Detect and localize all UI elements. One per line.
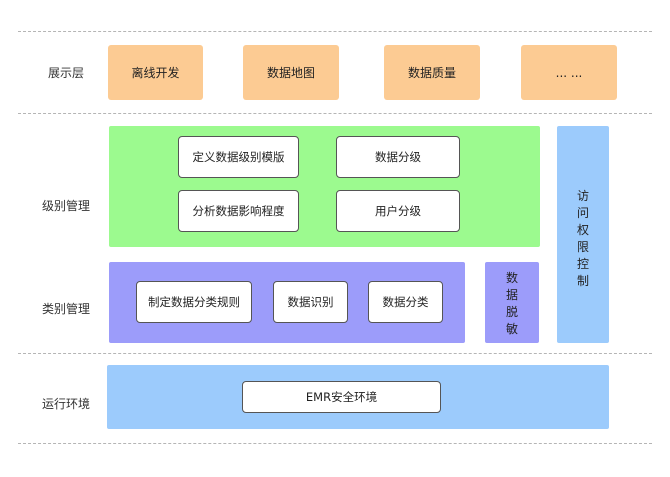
emr-security-environment-box: EMR安全环境: [242, 381, 441, 413]
separator-top: [18, 31, 652, 32]
data-classification-box: 数据分类: [368, 281, 443, 323]
access-control-char-5: 控: [576, 257, 589, 271]
data-grading-box: 数据分级: [336, 136, 460, 178]
data-masking-char-2: 据: [505, 288, 518, 302]
layer-label-display: 展示层: [47, 66, 84, 80]
layer-label-category: 类别管理: [41, 302, 90, 316]
display-item-more: ... ...: [521, 45, 617, 100]
data-identification-box: 数据识别: [273, 281, 348, 323]
separator-bottom: [18, 443, 652, 444]
analyze-impact-box: 分析数据影响程度: [178, 190, 299, 232]
access-control-char-6: 制: [576, 274, 589, 288]
data-masking-char-3: 脱: [505, 305, 518, 319]
access-control-char-3: 权: [576, 223, 589, 237]
display-item-data-quality: 数据质量: [384, 45, 480, 100]
data-masking-char-1: 数: [505, 271, 518, 285]
separator-display: [18, 113, 652, 114]
layer-label-runtime: 运行环境: [41, 397, 90, 411]
access-control-char-1: 访: [576, 189, 589, 203]
data-masking-panel: 数 据 脱 敏: [485, 262, 539, 343]
define-level-template-box: 定义数据级别模版: [178, 136, 299, 178]
level-management-panel: 定义数据级别模版 数据分级 分析数据影响程度 用户分级: [109, 126, 540, 247]
category-management-panel: 制定数据分类规则 数据识别 数据分类: [109, 262, 465, 343]
display-item-data-map: 数据地图: [243, 45, 339, 100]
access-control-char-4: 限: [576, 240, 589, 254]
runtime-environment-panel: EMR安全环境: [107, 365, 609, 429]
data-masking-char-4: 敏: [505, 322, 518, 336]
layer-label-level: 级别管理: [41, 199, 90, 213]
access-control-panel: 访 问 权 限 控 制: [557, 126, 609, 343]
separator-category: [18, 353, 652, 354]
define-classification-rules-box: 制定数据分类规则: [136, 281, 252, 323]
access-control-char-2: 问: [576, 206, 589, 220]
user-grading-box: 用户分级: [336, 190, 460, 232]
display-item-offline-dev: 离线开发: [108, 45, 203, 100]
